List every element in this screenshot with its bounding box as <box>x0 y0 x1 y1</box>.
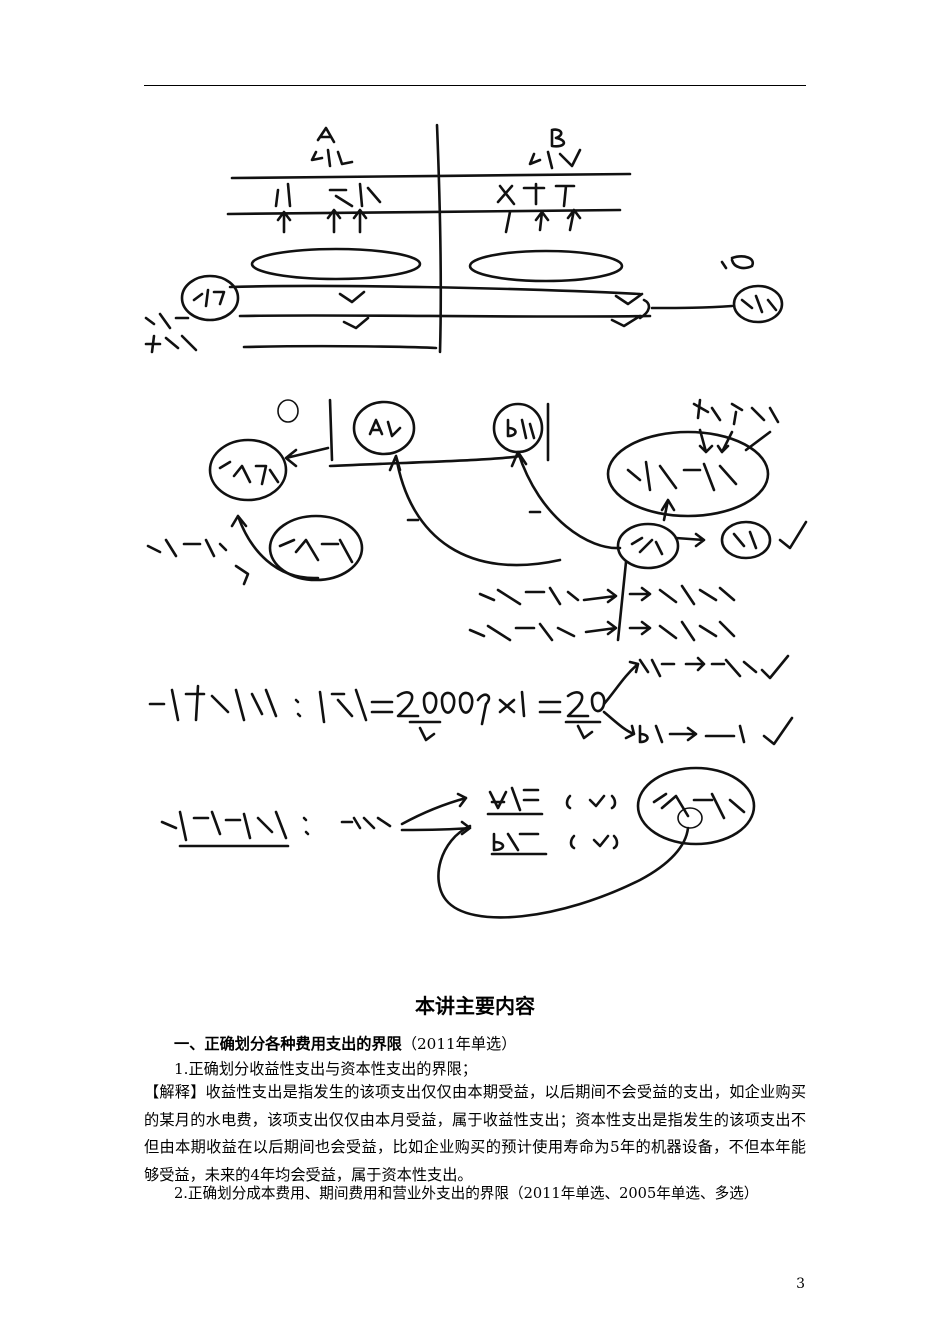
handwritten-sketch <box>144 123 808 919</box>
section-heading-1: 一、正确划分各种费用支出的界限（2011年单选） <box>144 1030 806 1058</box>
section-heading-text: 一、正确划分各种费用支出的界限 <box>174 1035 402 1053</box>
explanation-label: 【解释】 <box>144 1083 206 1101</box>
explanation-paragraph: 【解释】收益性支出是指发生的该项支出仅仅由本期受益，以后期间不会受益的支出，如企… <box>144 1079 806 1189</box>
section-title: 本讲主要内容 <box>415 994 535 1018</box>
page-number: 3 <box>796 1276 805 1292</box>
list-item-2: 2.正确划分成本费用、期间费用和营业外支出的界限（2011年单选、2005年单选… <box>174 1185 759 1202</box>
list-item-1: 1.正确划分收益性支出与资本性支出的界限； <box>174 1060 478 1078</box>
explanation-text: 收益性支出是指发生的该项支出仅仅由本期受益，以后期间不会受益的支出，如企业购买的… <box>144 1083 807 1184</box>
section-heading-note: （2011年单选） <box>401 1035 517 1053</box>
header-rule <box>144 85 806 86</box>
